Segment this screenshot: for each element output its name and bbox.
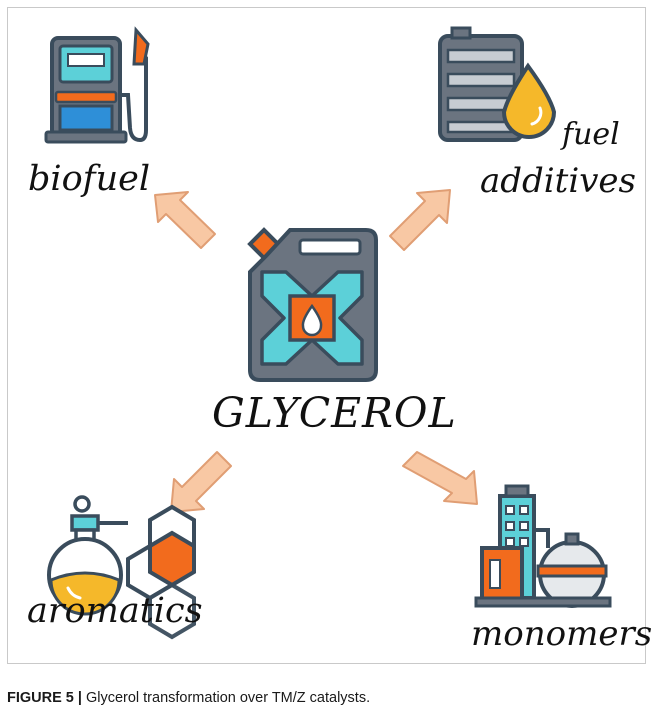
figure-caption: FIGURE 5|Glycerol transformation over TM… — [7, 690, 370, 706]
caption-text: Glycerol transformation over TM/Z cataly… — [85, 690, 371, 706]
arrow-to-biofuel — [154, 191, 216, 249]
arrow-to-additives — [389, 189, 451, 251]
monomers-label: monomers — [471, 614, 653, 654]
arrow-to-aromatics — [170, 451, 232, 513]
fuel-additives-label-line2: additives — [480, 161, 636, 201]
biofuel-label: biofuel — [28, 159, 151, 199]
figure-id: FIGURE 5 — [7, 690, 74, 706]
caption-separator: | — [77, 690, 82, 706]
fuel-additives-label-line1: fuel — [562, 117, 620, 152]
arrow-to-monomers — [402, 451, 478, 505]
oil-barrel-drop-icon — [438, 26, 557, 142]
aromatics-label: aromatics — [27, 591, 203, 631]
chemical-plant-icon — [474, 484, 612, 608]
flask-hexagon-icon — [47, 495, 196, 640]
jerrycan-icon — [247, 227, 378, 382]
glycerol-label: GLYCEROL — [212, 389, 457, 437]
fuel-pump-icon — [44, 26, 150, 144]
